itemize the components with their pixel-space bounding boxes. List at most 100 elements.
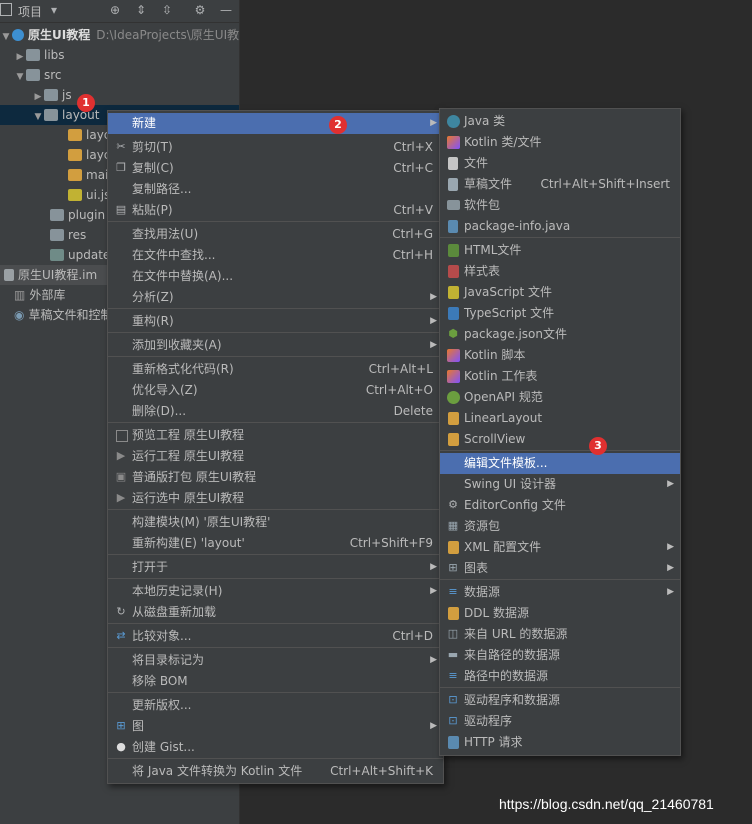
chevron-down-icon[interactable]: ▼	[16, 72, 24, 82]
expand-all-icon[interactable]: ⇕	[135, 3, 147, 17]
submenu-item-typescript[interactable]: TypeScript 文件	[440, 303, 680, 324]
menu-item-copy-path[interactable]: 复制路径...	[132, 182, 192, 196]
submenu-item-http-request[interactable]: HTTP 请求	[440, 732, 680, 753]
chevron-right-icon[interactable]: ▶	[34, 92, 42, 102]
scratches-icon: ◉	[14, 308, 25, 322]
menu-item-find-usages[interactable]: 查找用法(U)Ctrl+G	[132, 227, 433, 241]
menu-item-diagrams[interactable]: ⊞图▶	[108, 716, 443, 737]
menu-item-run-selected[interactable]: ▶运行选中 原生UI教程	[108, 488, 443, 509]
tree-item-ui-js[interactable]: ui.js	[68, 185, 110, 205]
menu-item-add-to-favorites[interactable]: 添加到收藏夹(A)▶	[108, 335, 443, 356]
submenu-item-openapi[interactable]: OpenAPI 规范	[440, 387, 680, 408]
tree-item-src[interactable]: ▼src	[14, 65, 62, 85]
collapse-all-icon[interactable]: ⇳	[161, 3, 173, 17]
menu-item-update-copyright[interactable]: 更新版权...	[132, 698, 192, 712]
submenu-item-kotlin-worksheet[interactable]: Kotlin 工作表	[440, 366, 680, 387]
tree-item-scratches[interactable]: ◉草稿文件和控制	[14, 305, 113, 325]
submenu-item-file[interactable]: 文件	[440, 153, 680, 174]
submenu-item-package-info[interactable]: package-info.java	[440, 216, 680, 237]
menu-item-run-project[interactable]: ▶运行工程 原生UI教程	[108, 446, 443, 467]
submenu-item-java-class[interactable]: Java 类	[440, 111, 680, 132]
dropdown-icon[interactable]: ▾	[50, 3, 58, 17]
menu-item-reload-from-disk[interactable]: ↻从磁盘重新加载	[108, 602, 443, 623]
submenu-arrow-icon: ▶	[430, 655, 437, 665]
menu-item-build-module[interactable]: 构建模块(M) '原生UI教程'	[132, 515, 271, 529]
submenu-item-swing-ui-designer[interactable]: Swing UI 设计器▶	[440, 474, 680, 495]
library-icon: ▥	[14, 288, 26, 302]
tree-item-external-libs[interactable]: ▥外部库	[14, 285, 65, 305]
project-view-title[interactable]: 项目	[18, 5, 43, 19]
menu-item-local-history[interactable]: 本地历史记录(H)▶	[108, 581, 443, 602]
submenu-item-editorconfig[interactable]: ⚙EditorConfig 文件	[440, 495, 680, 516]
menu-item-refactor[interactable]: 重构(R)▶	[108, 311, 443, 332]
submenu-item-data-source-path[interactable]: ▬来自路径的数据源	[447, 648, 561, 662]
gear-icon[interactable]: ⚙	[194, 3, 206, 17]
tree-item-update[interactable]: update	[50, 245, 110, 265]
submenu-item-driver-and-data-source[interactable]: ⊡驱动程序和数据源	[440, 690, 680, 711]
driver-icon: ⊡	[448, 693, 458, 706]
menu-item-open-in[interactable]: 打开于▶	[108, 557, 443, 578]
submenu-item-ddl-data-source[interactable]: DDL 数据源	[440, 603, 680, 624]
submenu-item-diagram[interactable]: ⊞图表▶	[440, 558, 680, 579]
menu-item-reformat-code[interactable]: 重新格式化代码(R)Ctrl+Alt+L	[132, 362, 433, 376]
menu-item-remove-bom[interactable]: 移除 BOM	[132, 674, 188, 688]
tree-item-layout-file-1[interactable]: layc	[68, 125, 110, 145]
submenu-arrow-icon: ▶	[430, 562, 437, 572]
menu-item-new[interactable]: 新建▶	[108, 113, 443, 134]
submenu-item-edit-file-templates[interactable]: 编辑文件模板...	[440, 453, 680, 474]
project-view-icon[interactable]	[0, 3, 12, 16]
menu-item-replace-in-files[interactable]: 在文件中替换(A)...	[132, 269, 234, 283]
submenu-item-html[interactable]: HTML文件	[440, 240, 680, 261]
menu-separator	[108, 356, 443, 357]
tree-item-layout-file-2[interactable]: layc	[68, 145, 110, 165]
menu-item-package-project[interactable]: ▣普通版打包 原生UI教程	[115, 470, 257, 484]
java-file-icon	[446, 219, 460, 233]
chevron-down-icon[interactable]: ▼	[2, 32, 10, 42]
menu-item-mark-directory[interactable]: 将目录标记为▶	[108, 650, 443, 671]
menu-item-compare-with[interactable]: ⇄比较对象...Ctrl+D	[108, 626, 443, 647]
tree-item-iml[interactable]: 原生UI教程.im	[0, 265, 110, 285]
submenu-item-data-source-in-path[interactable]: ≡路径中的数据源	[440, 666, 680, 687]
submenu-item-xml-config[interactable]: XML 配置文件▶	[440, 537, 680, 558]
menu-item-delete[interactable]: 删除(D)...Delete	[132, 404, 433, 418]
compare-icon: ⇄	[116, 629, 126, 642]
tree-label: 草稿文件和控制	[28, 308, 113, 322]
chevron-right-icon[interactable]: ▶	[16, 52, 24, 62]
menu-item-copy[interactable]: ❐复制(C)Ctrl+C	[108, 158, 443, 179]
menu-item-create-gist[interactable]: ●创建 Gist...	[108, 737, 443, 758]
menu-item-rebuild[interactable]: 重新构建(E) 'layout'Ctrl+Shift+F9	[132, 536, 433, 550]
tree-item-plugin[interactable]: plugin	[50, 205, 105, 225]
submenu-item-linearlayout[interactable]: LinearLayout	[440, 408, 680, 429]
submenu-item-driver[interactable]: ⊡驱动程序	[440, 711, 680, 732]
submenu-item-data-source-url[interactable]: ◫来自 URL 的数据源	[447, 627, 568, 641]
xml-file-icon	[68, 129, 82, 141]
menu-item-paste[interactable]: ▤粘贴(P)Ctrl+V	[115, 203, 433, 217]
minimize-icon[interactable]: —	[220, 3, 232, 17]
submenu-item-stylesheet[interactable]: 样式表	[440, 261, 680, 282]
menu-item-find-in-files[interactable]: 在文件中查找...Ctrl+H	[132, 248, 433, 262]
menu-item-optimize-imports[interactable]: 优化导入(Z)Ctrl+Alt+O	[132, 383, 433, 397]
submenu-item-scrollview[interactable]: ScrollView	[440, 429, 680, 450]
submenu-item-package-json[interactable]: ⬢package.json文件	[440, 324, 680, 345]
menu-item-cut[interactable]: ✂剪切(T)Ctrl+X	[108, 137, 443, 158]
submenu-item-javascript[interactable]: JavaScript 文件	[440, 282, 680, 303]
folder-icon	[50, 229, 64, 241]
tree-item-js[interactable]: ▶js	[32, 85, 72, 105]
locate-icon[interactable]: ⊕	[109, 3, 121, 17]
tree-item-res[interactable]: res	[50, 225, 86, 245]
submenu-item-data-source[interactable]: ≡数据源▶	[440, 582, 680, 603]
submenu-item-resource-bundle[interactable]: ▦资源包	[447, 519, 501, 533]
submenu-arrow-icon: ▶	[667, 587, 674, 597]
openapi-icon	[446, 390, 460, 404]
submenu-item-kotlin-class[interactable]: Kotlin 类/文件	[440, 132, 680, 153]
submenu-item-package[interactable]: 软件包	[440, 195, 680, 216]
tree-item-main[interactable]: mai	[68, 165, 108, 185]
menu-item-analyze[interactable]: 分析(Z)▶	[108, 287, 443, 308]
chevron-down-icon[interactable]: ▼	[34, 112, 42, 122]
tree-item-libs[interactable]: ▶libs	[14, 45, 65, 65]
menu-item-preview-project[interactable]: 预览工程 原生UI教程	[108, 425, 443, 446]
submenu-item-kotlin-script[interactable]: Kotlin 脚本	[440, 345, 680, 366]
